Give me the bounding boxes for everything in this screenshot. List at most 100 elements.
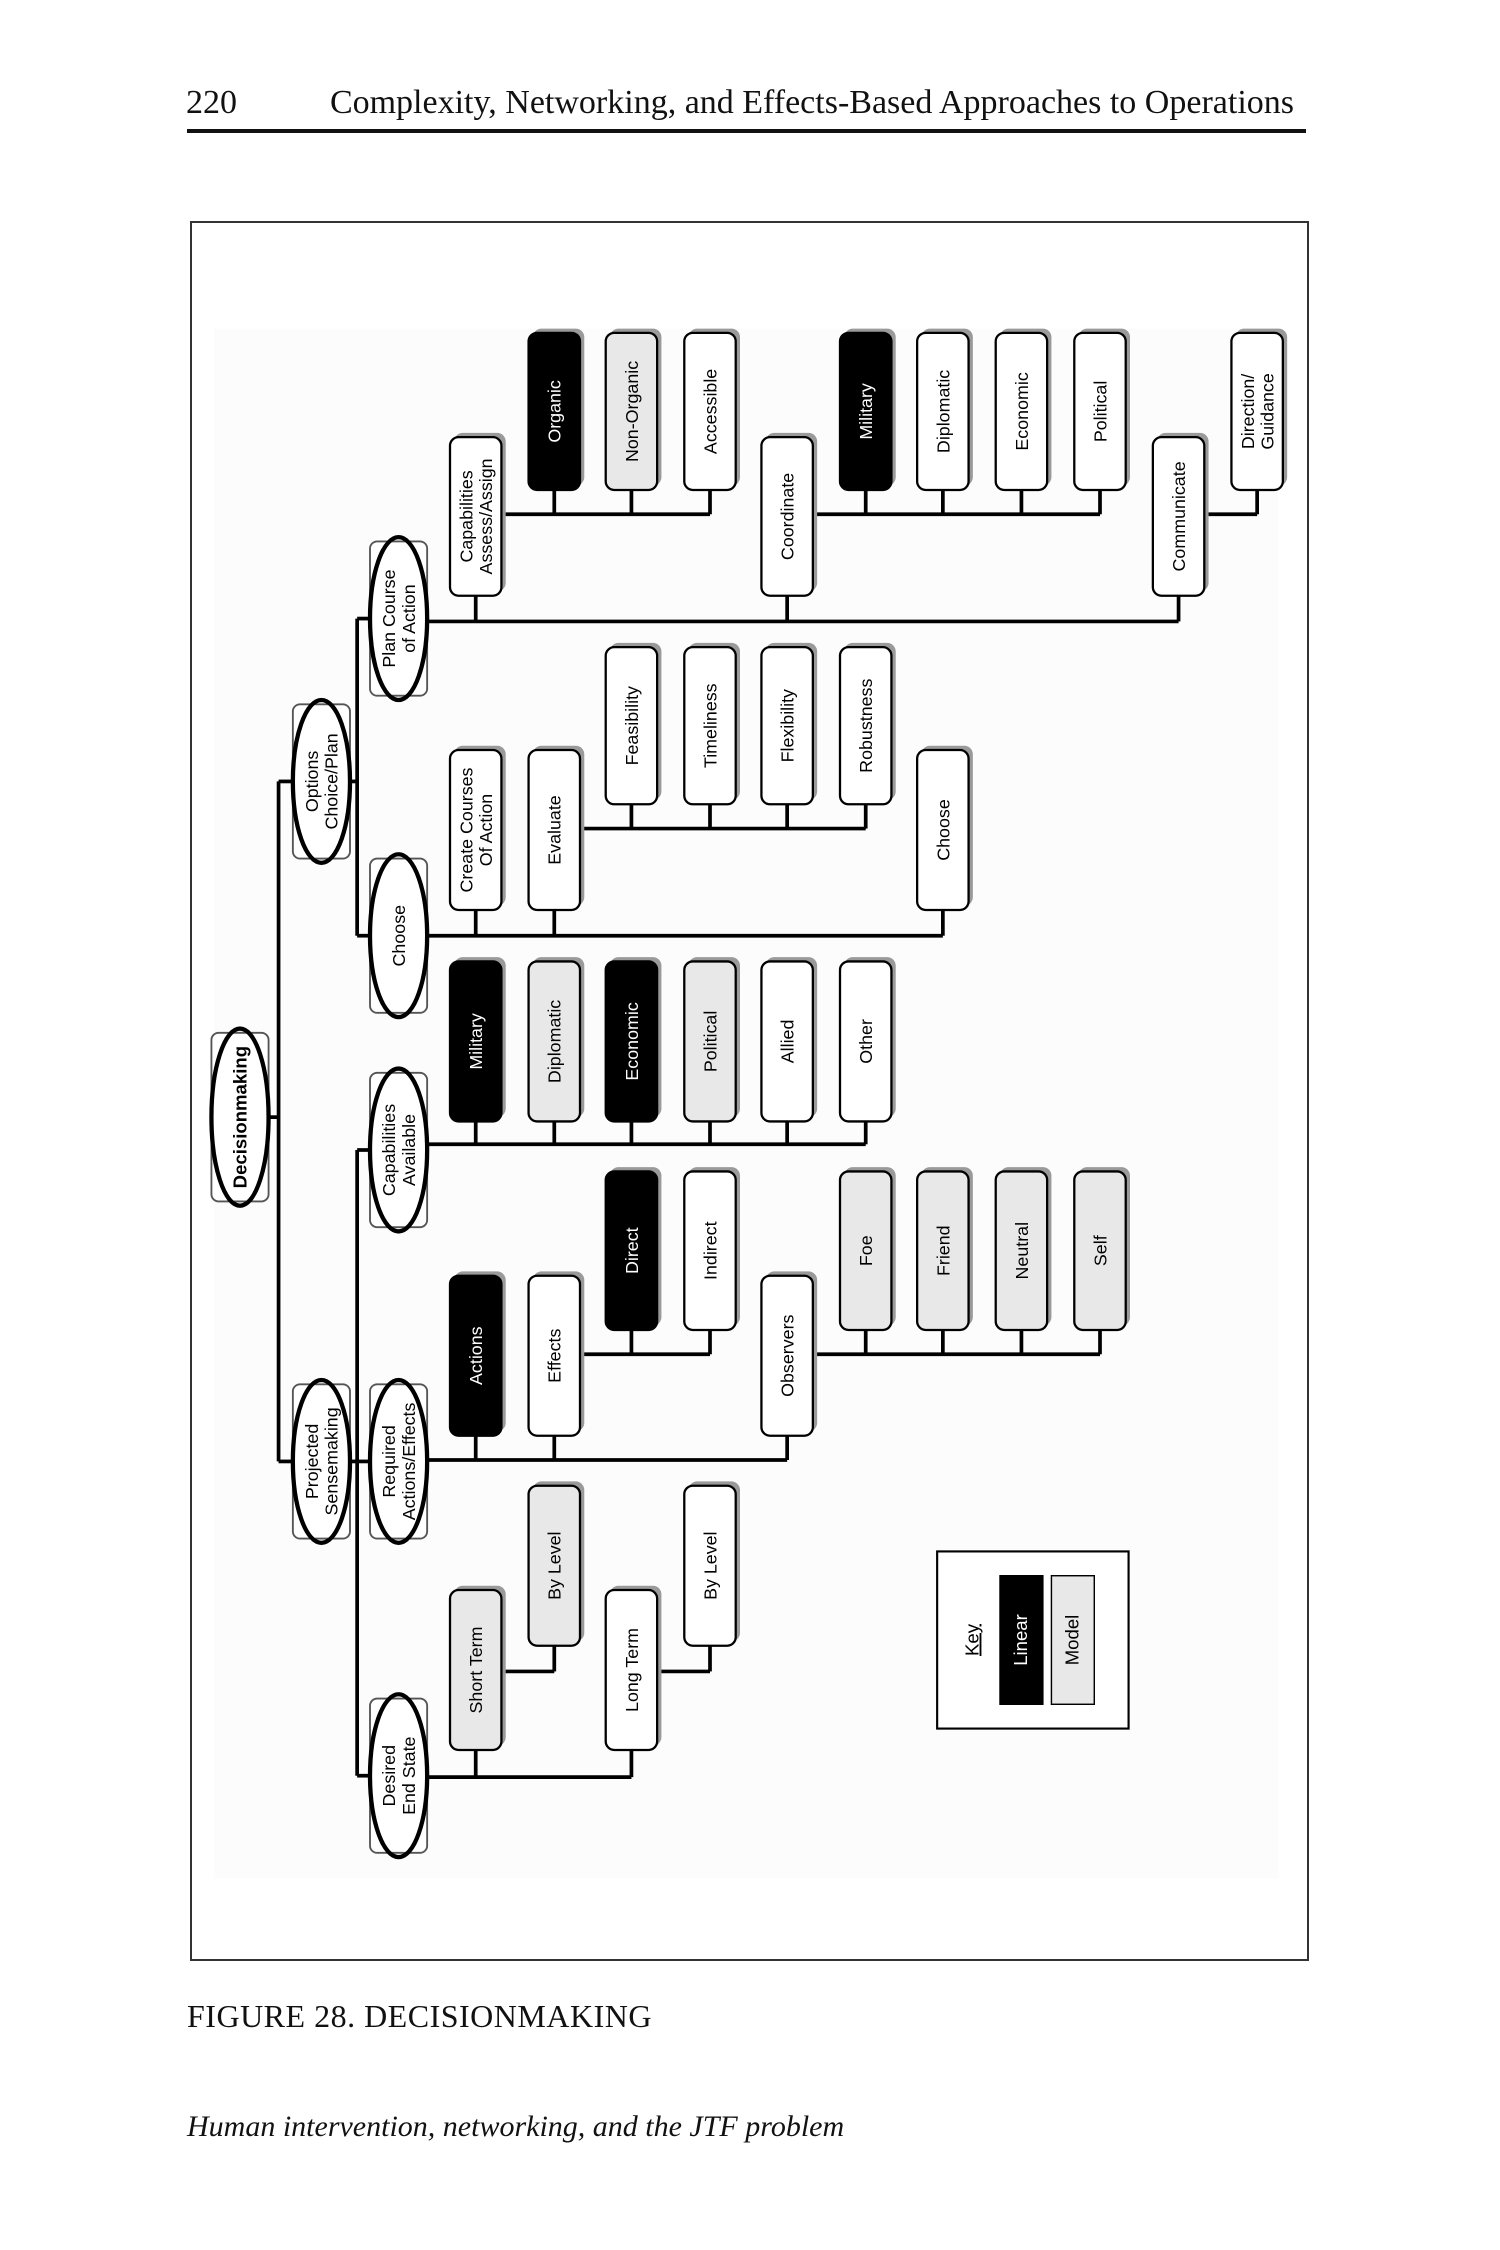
node-longterm: Long Term: [604, 1585, 662, 1752]
node-label: Actions: [466, 1326, 486, 1385]
node-label: Diplomatic: [933, 370, 953, 453]
node-shortterm: Short Term: [448, 1585, 506, 1752]
section-heading: Human intervention, networking, and the …: [187, 2110, 845, 2143]
running-title: Complexity, Networking, and Effects-Base…: [329, 84, 1294, 121]
node-c-political: Political: [1073, 328, 1130, 492]
legend-title: Key: [962, 1623, 983, 1656]
node-neutral: Neutral: [994, 1167, 1052, 1332]
node-label: Direct: [622, 1227, 642, 1274]
node-a-political: Political: [683, 957, 740, 1123]
node-a-economic: Economic: [604, 957, 662, 1123]
node-required: RequiredActions/Effects: [367, 1377, 430, 1546]
node-robustness: Robustness: [838, 642, 896, 806]
node-observers: Observers: [760, 1271, 818, 1437]
node-label: Military: [466, 1013, 486, 1070]
node-self: Self: [1073, 1167, 1130, 1332]
node-label: Other: [856, 1019, 876, 1064]
node-effects: Effects: [527, 1271, 585, 1437]
node-c-military: Military: [838, 328, 896, 492]
node-label: Flexibility: [778, 689, 798, 762]
node-label: Diplomatic: [545, 1000, 565, 1083]
node-plan: Plan Courseof Action: [367, 535, 430, 703]
page-number: 220: [186, 84, 237, 121]
node-label: Political: [1090, 381, 1110, 442]
legend-key: Key Linear Model: [936, 1550, 1130, 1730]
node-choose-box: Choose: [916, 745, 973, 912]
node-label: Direction/Guidance: [1238, 373, 1278, 449]
node-projected: ProjectedSensemaking: [290, 1377, 353, 1546]
node-bylevel2: By Level: [683, 1481, 740, 1647]
node-desired: DesiredEnd State: [367, 1692, 430, 1860]
legend-label: Linear: [1010, 1614, 1031, 1666]
node-nonorganic: Non-Organic: [604, 328, 662, 492]
node-a-diplomatic: Diplomatic: [527, 957, 585, 1123]
legend-item-linear: Linear: [999, 1575, 1044, 1705]
node-flexibility: Flexibility: [760, 642, 818, 806]
node-label: Robustness: [856, 679, 876, 773]
node-label: Economic: [1012, 372, 1032, 450]
node-label: Self: [1090, 1235, 1110, 1266]
node-label: Foe: [856, 1235, 876, 1266]
node-label: ProjectedSensemaking: [302, 1407, 342, 1515]
node-label: Non-Organic: [622, 361, 642, 462]
node-label: Create CoursesOf Action: [456, 767, 496, 892]
node-label: Feasibility: [622, 686, 642, 765]
node-label: Long Term: [622, 1628, 642, 1712]
node-indirect: Indirect: [683, 1167, 740, 1332]
node-label: Decisionmaking: [230, 1046, 251, 1188]
node-createcoa: Create CoursesOf Action: [448, 745, 506, 912]
node-label: Short Term: [466, 1627, 486, 1714]
node-bylevel1: By Level: [527, 1481, 585, 1647]
node-label: Effects: [545, 1329, 565, 1383]
node-capavail: CapabilitiesAvailable: [367, 1066, 430, 1234]
node-organic: Organic: [527, 328, 585, 492]
node-label: Organic: [545, 380, 565, 443]
node-label: Plan Courseof Action: [379, 569, 419, 667]
node-actions: Actions: [448, 1271, 506, 1437]
node-label: Allied: [778, 1020, 798, 1064]
node-label: Political: [700, 1011, 720, 1073]
node-label: Evaluate: [545, 795, 565, 865]
legend-label: Model: [1062, 1615, 1083, 1666]
node-label: DesiredEnd State: [379, 1736, 419, 1814]
node-choose-oval: Choose: [367, 852, 430, 1020]
node-label: By Level: [700, 1531, 720, 1599]
node-label: Accessible: [700, 369, 720, 454]
node-label: Communicate: [1169, 461, 1189, 571]
node-friend: Friend: [916, 1167, 973, 1332]
node-direct: Direct: [604, 1167, 662, 1332]
node-label: Neutral: [1012, 1222, 1032, 1280]
node-c-economic: Economic: [994, 328, 1052, 492]
node-options: OptionsChoice/Plan: [290, 697, 353, 865]
node-c-diplomatic: Diplomatic: [916, 328, 973, 492]
node-a-military: Military: [448, 957, 506, 1123]
node-communicate: Communicate: [1151, 432, 1209, 597]
node-foe: Foe: [838, 1167, 896, 1332]
node-label: CapabilitiesAvailable: [379, 1104, 419, 1196]
node-label: OptionsChoice/Plan: [302, 733, 342, 829]
node-timeliness: Timeliness: [683, 642, 740, 806]
node-decisionmaking: Decisionmaking: [209, 1026, 271, 1208]
legend-item-model: Model: [1050, 1575, 1095, 1705]
node-evaluate: Evaluate: [527, 745, 585, 912]
node-a-allied: Allied: [760, 957, 818, 1123]
node-label: RequiredActions/Effects: [379, 1403, 419, 1521]
header-rule: [187, 129, 1306, 133]
node-feasibility: Feasibility: [604, 642, 662, 806]
figure-caption: FIGURE 28. DECISIONMAKING: [187, 1998, 652, 2034]
node-label: Timeliness: [700, 683, 720, 768]
node-label: Observers: [778, 1314, 798, 1396]
node-label: Choose: [389, 905, 409, 967]
node-label: Friend: [933, 1225, 953, 1276]
node-accessible: Accessible: [683, 328, 740, 492]
node-label: By Level: [545, 1531, 565, 1599]
node-label: Choose: [933, 799, 953, 861]
node-coordinate: Coordinate: [760, 432, 818, 597]
node-label: Economic: [622, 1002, 642, 1080]
node-label: Coordinate: [778, 473, 798, 560]
node-label: Indirect: [700, 1221, 720, 1280]
node-direction: Direction/Guidance: [1230, 328, 1288, 492]
node-a-other: Other: [838, 957, 896, 1123]
node-label: Military: [856, 383, 876, 440]
